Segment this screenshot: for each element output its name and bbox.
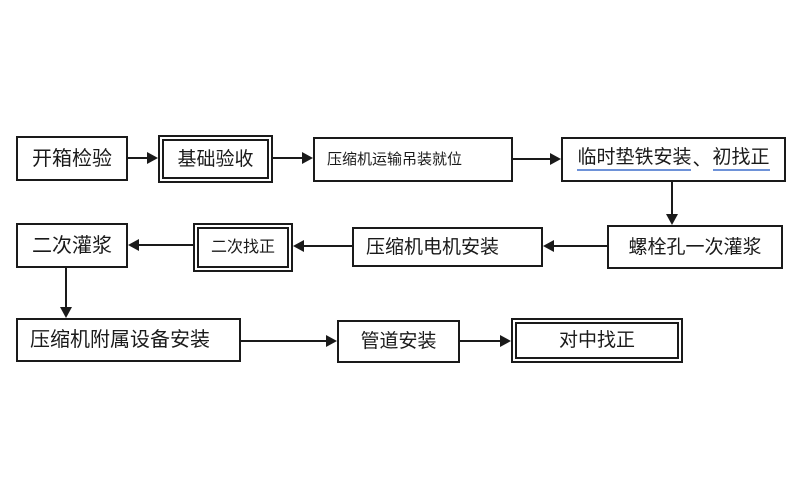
node-temp-pads-alignment-label-part1: 临时垫铁安装 (577, 148, 692, 171)
arrow-shaft (241, 340, 328, 342)
node-secondary-alignment-label: 二次找正 (210, 238, 275, 256)
arrow-head (60, 307, 72, 318)
arrow-secondary-alignment-to-grouting (128, 239, 193, 251)
node-temp-pads-alignment: 临时垫铁安装、初找正 (561, 137, 786, 182)
arrow-head (666, 214, 678, 225)
arrow-foundation-to-transport (273, 152, 313, 164)
node-motor-installation-label: 压缩机电机安装 (366, 236, 500, 258)
node-secondary-alignment: 二次找正 (193, 223, 293, 272)
arrow-head (543, 240, 554, 252)
node-transport-positioning-label: 压缩机运输吊装就位 (327, 151, 463, 168)
arrow-shaft (460, 340, 502, 342)
node-transport-positioning: 压缩机运输吊装就位 (313, 137, 513, 182)
node-unboxing: 开箱检验 (16, 136, 128, 181)
arrow-shaft (671, 182, 673, 216)
arrow-head (326, 335, 337, 347)
arrow-bolt-grouting-to-motor (543, 240, 607, 252)
arrow-motor-to-secondary-alignment (293, 240, 352, 252)
node-bolt-hole-grouting: 螺栓孔一次灌浆 (607, 225, 783, 269)
node-center-alignment: 对中找正 (511, 318, 683, 363)
arrow-temp-pads-to-bolt-grouting (666, 182, 678, 225)
node-auxiliary-equipment: 压缩机附属设备安装 (16, 318, 241, 362)
arrow-head (128, 239, 139, 251)
node-motor-installation: 压缩机电机安装 (352, 227, 543, 267)
arrow-head (147, 152, 158, 164)
arrow-head (302, 152, 313, 164)
node-auxiliary-equipment-label: 压缩机附属设备安装 (30, 329, 210, 351)
arrow-shaft (273, 157, 304, 159)
arrow-auxiliary-to-piping (241, 335, 337, 347)
arrow-shaft (65, 268, 67, 309)
arrow-head (500, 335, 511, 347)
arrow-head (293, 240, 304, 252)
arrow-shaft (128, 157, 149, 159)
node-temp-pads-alignment-separator: 、 (692, 149, 712, 170)
arrow-shaft (137, 244, 193, 246)
arrow-head (550, 153, 561, 165)
node-piping-installation: 管道安装 (337, 320, 460, 363)
node-secondary-grouting: 二次灌浆 (16, 223, 128, 268)
arrow-secondary-grouting-to-auxiliary (60, 268, 72, 318)
node-secondary-grouting-label: 二次灌浆 (32, 234, 112, 257)
node-unboxing-label: 开箱检验 (32, 147, 112, 170)
arrow-unboxing-to-foundation (128, 152, 158, 164)
arrow-piping-to-center-alignment (460, 335, 511, 347)
node-center-alignment-label: 对中找正 (558, 330, 635, 351)
node-bolt-hole-grouting-label: 螺栓孔一次灌浆 (628, 236, 762, 258)
node-foundation-acceptance-label: 基础验收 (177, 148, 254, 170)
arrow-shaft (513, 158, 552, 160)
node-foundation-acceptance: 基础验收 (158, 135, 273, 183)
node-piping-installation-label: 管道安装 (360, 331, 437, 352)
node-temp-pads-alignment-label-part2: 初找正 (712, 148, 770, 171)
arrow-shaft (552, 245, 607, 247)
arrow-transport-to-temp-pads (513, 153, 561, 165)
arrow-shaft (302, 245, 352, 247)
